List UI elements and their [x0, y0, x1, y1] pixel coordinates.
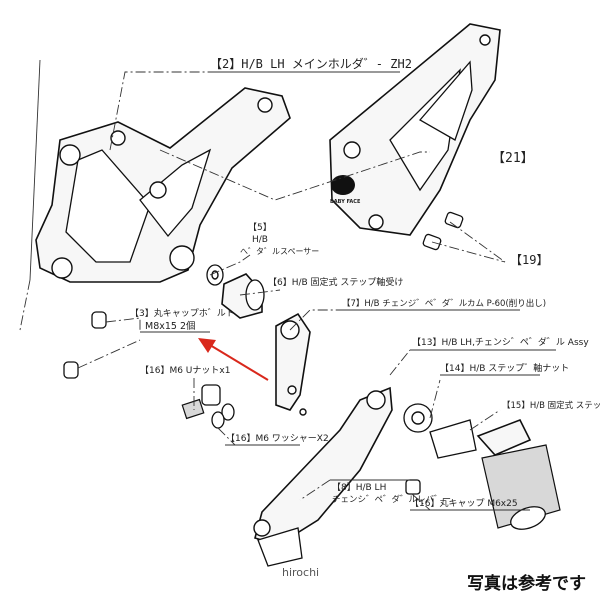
- spacer-and-holder-parts: [206, 264, 311, 416]
- label-step-15: 【15】H/B 固定式 ステップ゛台: [502, 400, 600, 411]
- red-arrow: [198, 338, 269, 381]
- label-spacer-5-line2: H/B: [252, 235, 268, 245]
- label-cap-bolt-16: 【16】丸キャップ M6x25: [410, 497, 518, 509]
- cap-bolt-16-part: [405, 479, 421, 495]
- step-nut-14-part: [403, 403, 433, 433]
- label-bolt-19: 【19】: [510, 253, 548, 267]
- label-cap-bolt-3-size: M8x15 2個: [145, 320, 196, 332]
- watermark-text: hirochi: [282, 566, 320, 579]
- label-nut-16: 【16】M6 Uナットx1: [140, 365, 230, 376]
- leader-lines: [19, 59, 556, 511]
- footer-note: 写真は参考です: [467, 574, 586, 594]
- label-spacer-5: 【5】: [248, 222, 272, 233]
- cap-bolt-3-parts: [63, 311, 107, 379]
- bolt-19-parts: [422, 211, 464, 251]
- plate-part: BABY FACE: [329, 23, 501, 236]
- main-holder-part: [35, 87, 291, 283]
- label-plate: 【21】: [492, 151, 534, 166]
- nut-washer-16-parts: [181, 384, 235, 429]
- label-washer-16: 【16】M6 ワッシャーX2: [226, 433, 329, 444]
- label-main-holder: 【2】H/B LH メインホルダ゛- ZH2: [210, 56, 412, 71]
- label-shaft-holder-6: 【6】H/B 固定式 ステップ軸受け: [268, 276, 403, 288]
- label-lever-8-line2: チェンシ゛ペ゛ダ゛ルレバ゛ー: [332, 494, 451, 505]
- step-15-part: [429, 418, 561, 530]
- label-lever-8: 【8】H/B LH: [332, 482, 386, 493]
- label-cap-bolt-3: 【3】丸キャップホ゛ルト: [130, 307, 235, 319]
- label-pedal-assy-13: 【13】H/B LH,チェンシ゛ペ゛ダ゛ル Assy: [412, 336, 589, 348]
- label-step-nut-14: 【14】H/B ステップ゛軸ナット: [440, 362, 569, 374]
- pedal-lever-8-part: [253, 386, 393, 567]
- logo-text: BABY FACE: [330, 199, 361, 205]
- label-arm-7: 【7】H/B チェンジ゛ペ゛ダ゛ルカム P-60(削り出し): [342, 298, 546, 309]
- label-spacer-5-line3: へ゛タ゛ルスペーサー: [240, 247, 319, 256]
